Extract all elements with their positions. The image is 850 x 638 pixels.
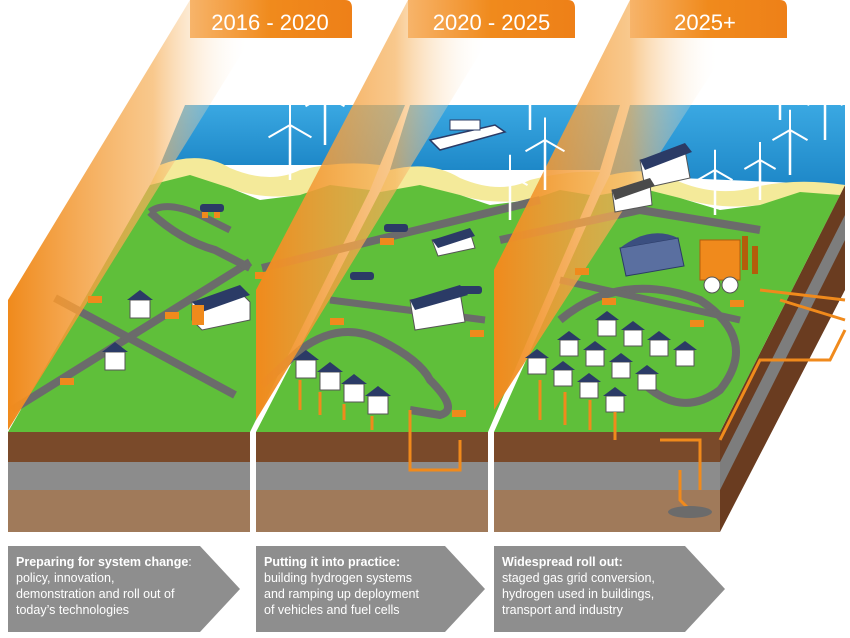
timeline-fan [8,0,250,430]
factory-icon [431,228,476,257]
wind-turbines [268,39,844,220]
road [297,328,452,420]
wind-turbine-icon [771,109,809,175]
wind-turbine-icon [511,64,549,130]
house-icon [341,374,367,403]
truck-icon [575,268,744,327]
wind-turbine-icon [525,117,565,190]
wind-turbine-icon [761,54,799,120]
rock-layer [494,462,720,490]
factory-icon [619,233,685,277]
house-row [293,350,391,415]
phase-line: hydrogen used in buildings, [502,587,655,601]
house-icon [557,331,581,357]
house-icon [551,361,575,387]
house-icon [647,331,671,357]
deep-soil-layer [8,490,250,532]
phase-heading-suffix: : [188,555,192,569]
slab-2016-2020 [8,0,405,532]
period-tab-3 [630,0,787,38]
period-label-2: 2020 - 2025 [432,10,551,35]
factory-icon [639,143,692,189]
phase-caption-3: Widespread roll out: staged gas grid con… [494,546,694,632]
deep-soil-layer [256,490,488,532]
phase-heading: Preparing for system change [16,555,189,569]
phase-line: transport and industry [502,603,623,617]
house-grid [525,311,697,413]
house-icon [635,365,659,391]
pipeline-icon [538,288,847,512]
wind-turbine-icon [268,100,312,180]
wind-turbine-icon [696,149,734,215]
factory-icon [191,285,251,331]
factory-icon [611,178,655,213]
wind-turbine-icon [305,72,345,145]
rock-layer [256,462,488,490]
rock-layer [8,462,250,490]
phase-arrow-3 [494,546,725,632]
phase-heading: Putting it into practice: [264,555,401,569]
house-icon [127,290,153,319]
phase-caption-1: Preparing for system change: policy, inn… [8,546,208,632]
road [147,209,252,272]
deep-soil-layer [494,490,720,532]
house-icon [317,362,343,391]
truck-icon [330,238,484,417]
house-icon [577,373,601,399]
ferry-icon [428,119,507,151]
phase-arrow-1 [8,546,240,632]
house-icon [525,349,549,375]
phase-line: staged gas grid conversion, [502,571,655,585]
fuel-station-icon [350,224,482,294]
period-label-3: 2025+ [674,10,736,35]
house-icon [102,342,128,371]
phase-line: of vehicles and fuel cells [264,603,400,617]
phase-line: and ramping up deployment [264,587,419,601]
phase-arrow-2 [256,546,485,632]
refinery-icon [699,236,758,294]
truck-icon [60,272,269,385]
house-icon [621,321,645,347]
phase-line: today’s technologies [16,603,130,617]
slab-side-rock [720,215,845,490]
phase-line: policy, innovation, [16,571,115,585]
period-tab-2 [408,0,575,38]
house-icon [673,341,697,367]
house-icon [583,341,607,367]
road [147,203,232,234]
factory-icon [409,285,468,331]
house-icon [365,386,391,415]
period-tab-1 [190,0,352,38]
fuel-station-icon [200,204,224,218]
wind-turbine-icon [491,154,529,220]
timeline-fan [494,0,720,410]
wind-turbine-icon [743,142,777,200]
house-icon [595,311,619,337]
slab-2025-plus [494,0,847,532]
phase-caption-2: Putting it into practice: building hydro… [256,546,456,632]
wind-turbine-icon [551,39,589,105]
phase-line: building hydrogen systems [264,571,412,585]
phase-heading: Widespread roll out: [502,555,623,569]
house-icon [293,350,319,379]
storage-cavern [668,506,712,518]
period-label-1: 2016 - 2020 [211,10,329,35]
phase-line: demonstration and roll out of [16,587,175,601]
house-icon [609,353,633,379]
wind-turbine-icon [806,74,844,140]
house-icon [603,387,627,413]
timeline-fan [256,0,488,420]
road [53,294,237,399]
pipeline-icon [298,380,462,472]
road [559,276,741,324]
